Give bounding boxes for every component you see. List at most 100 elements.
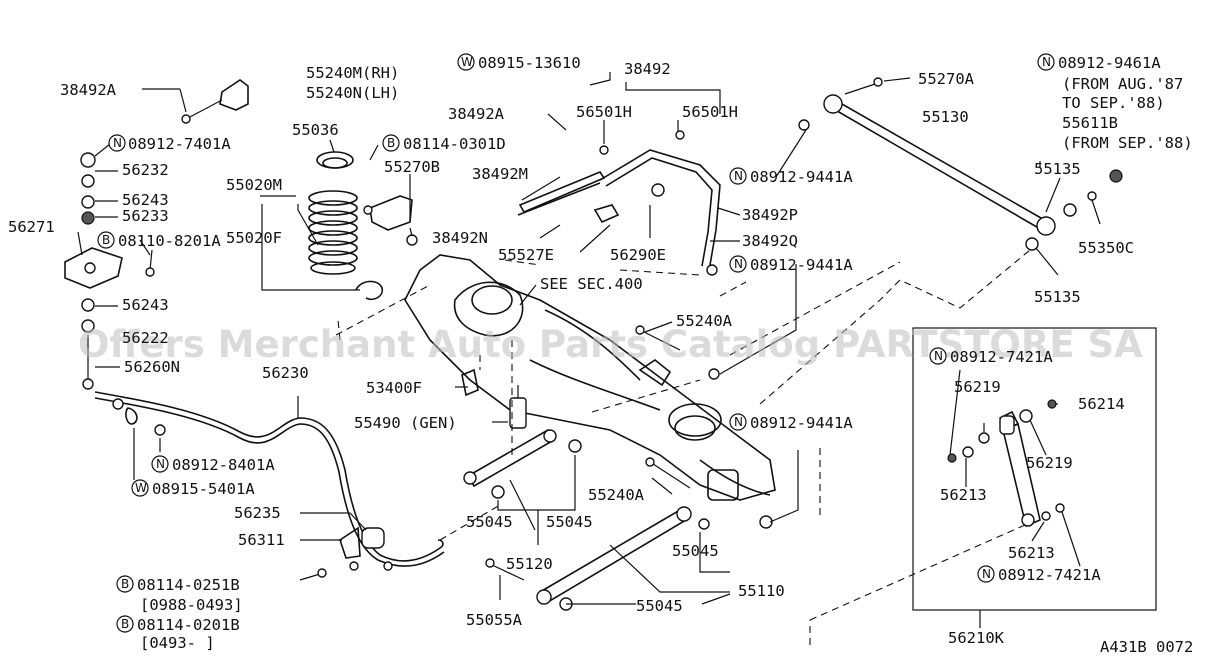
washer-symbol-icon xyxy=(131,479,149,497)
part-number-label: 08912-7401A xyxy=(128,135,231,153)
prefix-letter: N xyxy=(982,567,991,581)
stabilizer-bar xyxy=(94,391,444,562)
part-number-label: 38492M xyxy=(472,165,528,183)
nut-symbol-icon xyxy=(151,455,169,473)
part-number-label: 55490 (GEN) xyxy=(354,414,457,432)
washer-symbol-icon xyxy=(457,53,475,71)
part-number-label: 08114-0301D xyxy=(403,135,506,153)
part-number-label: 56501H xyxy=(682,103,738,121)
part-number-label: 38492N xyxy=(432,229,488,247)
prefix-letter: B xyxy=(387,136,395,150)
nut-symbol-icon xyxy=(729,167,747,185)
part-number-label: 55240M(RH) xyxy=(306,64,399,82)
prefix-letter: N xyxy=(734,257,743,271)
part-number-label: 38492A xyxy=(448,105,505,123)
part-number-label: 55045 xyxy=(466,513,513,531)
bolt-symbol-icon xyxy=(382,134,400,152)
part-number-label: 08915-13610 xyxy=(478,54,581,72)
part-number-label: 56232 xyxy=(122,161,169,179)
nut-symbol-icon xyxy=(977,565,995,583)
part-number-label: 56260N xyxy=(124,358,180,376)
nut-symbol-icon xyxy=(729,413,747,431)
shock-box xyxy=(912,327,1157,611)
part-number-label: 55120 xyxy=(506,555,553,573)
part-number-label: 56213 xyxy=(940,486,987,504)
part-number-label: 08912-8401A xyxy=(172,456,275,474)
part-number-label: 08114-0201B xyxy=(137,616,240,634)
bolt-symbol-icon xyxy=(116,575,134,593)
part-number-label: 38492A xyxy=(60,81,117,99)
prefix-letter: B xyxy=(121,617,129,631)
part-number-label: 56214 xyxy=(1078,395,1125,413)
prefix-letter: N xyxy=(1042,55,1051,69)
part-number-label: 55611B xyxy=(1062,114,1118,132)
part-number-label: 56235 xyxy=(234,504,281,522)
part-number-label: 55527E xyxy=(498,246,554,264)
part-number-label: 08912-7421A xyxy=(950,348,1053,366)
date-range-label: [0988-0493] xyxy=(140,596,243,614)
part-number-label: 53400F xyxy=(366,379,422,397)
coil-spring xyxy=(308,190,358,275)
nut-symbol-icon xyxy=(729,255,747,273)
part-number-label: 38492 xyxy=(624,60,671,78)
part-number-label: 55240N(LH) xyxy=(306,84,399,102)
part-number-label: 55135 xyxy=(1034,288,1081,306)
section-reference-label: SEE SEC.400 xyxy=(540,275,643,293)
part-number-label: 55020M xyxy=(226,176,282,194)
part-number-label: 38492P xyxy=(742,206,798,224)
prefix-letter: B xyxy=(121,577,129,591)
part-number-label: 55110 xyxy=(738,582,785,600)
part-number-label: 08114-0251B xyxy=(137,576,240,594)
date-range-label: [0493- ] xyxy=(140,634,215,652)
part-number-label: 55055A xyxy=(466,611,523,629)
note-label: (FROM AUG.'87 xyxy=(1062,75,1183,93)
prefix-letter: N xyxy=(113,136,122,150)
part-number-label: 56233 xyxy=(122,207,169,225)
upper-link xyxy=(466,428,556,488)
part-number-label: 55135 xyxy=(1034,160,1081,178)
prefix-letter: W xyxy=(135,481,147,495)
part-number-label: 38492Q xyxy=(742,232,798,250)
prefix-letter: N xyxy=(934,349,943,363)
part-number-label: 56219 xyxy=(1026,454,1073,472)
part-number-label: 56290E xyxy=(610,246,666,264)
part-number-label: 55240A xyxy=(676,312,733,330)
part-number-label: 55045 xyxy=(672,542,719,560)
prefix-letter: N xyxy=(734,169,743,183)
part-number-label: 56271 xyxy=(8,218,55,236)
nut-symbol-icon xyxy=(108,134,126,152)
prefix-letter: B xyxy=(102,233,110,247)
part-number-label: 08110-8201A xyxy=(118,232,221,250)
part-number-label: 56243 xyxy=(122,296,169,314)
part-number-label: 08912-9461A xyxy=(1058,54,1161,72)
part-number-label: 08912-9441A xyxy=(750,414,853,432)
part-number-label: 55130 xyxy=(922,108,969,126)
part-number-label: 08912-7421A xyxy=(998,566,1101,584)
part-number-label: 08912-9441A xyxy=(750,168,853,186)
part-number-label: 55036 xyxy=(292,121,339,139)
part-number-label: 56210K xyxy=(948,629,1005,647)
nut-symbol-icon xyxy=(929,347,947,365)
note-label: TO SEP.'88) xyxy=(1062,94,1165,112)
part-labels: 38492A N 08912-7401A 56232 56243 56233 5… xyxy=(8,53,1193,656)
nut-symbol-icon xyxy=(1037,53,1055,71)
prefix-letter: W xyxy=(461,55,473,69)
bolt-symbol-icon xyxy=(116,615,134,633)
leader-lines xyxy=(77,72,1101,628)
part-number-label: 55240A xyxy=(588,486,645,504)
spring-seat xyxy=(316,151,354,169)
axle-housing xyxy=(404,254,776,501)
line-art xyxy=(64,77,1157,611)
dashed-connectors xyxy=(335,249,1031,645)
part-number-label: 56219 xyxy=(954,378,1001,396)
part-number-label: 56311 xyxy=(238,531,285,549)
bolt-symbol-icon xyxy=(97,231,115,249)
part-number-label: 55045 xyxy=(546,513,593,531)
prefix-letter: N xyxy=(734,415,743,429)
part-number-label: 08912-9441A xyxy=(750,256,853,274)
part-number-label: 55270A xyxy=(918,70,975,88)
watermark: Offers Merchant Auto Parts Catalog PARTS… xyxy=(78,323,1143,366)
part-number-label: 55020F xyxy=(226,229,282,247)
part-number-label: 08915-5401A xyxy=(152,480,255,498)
